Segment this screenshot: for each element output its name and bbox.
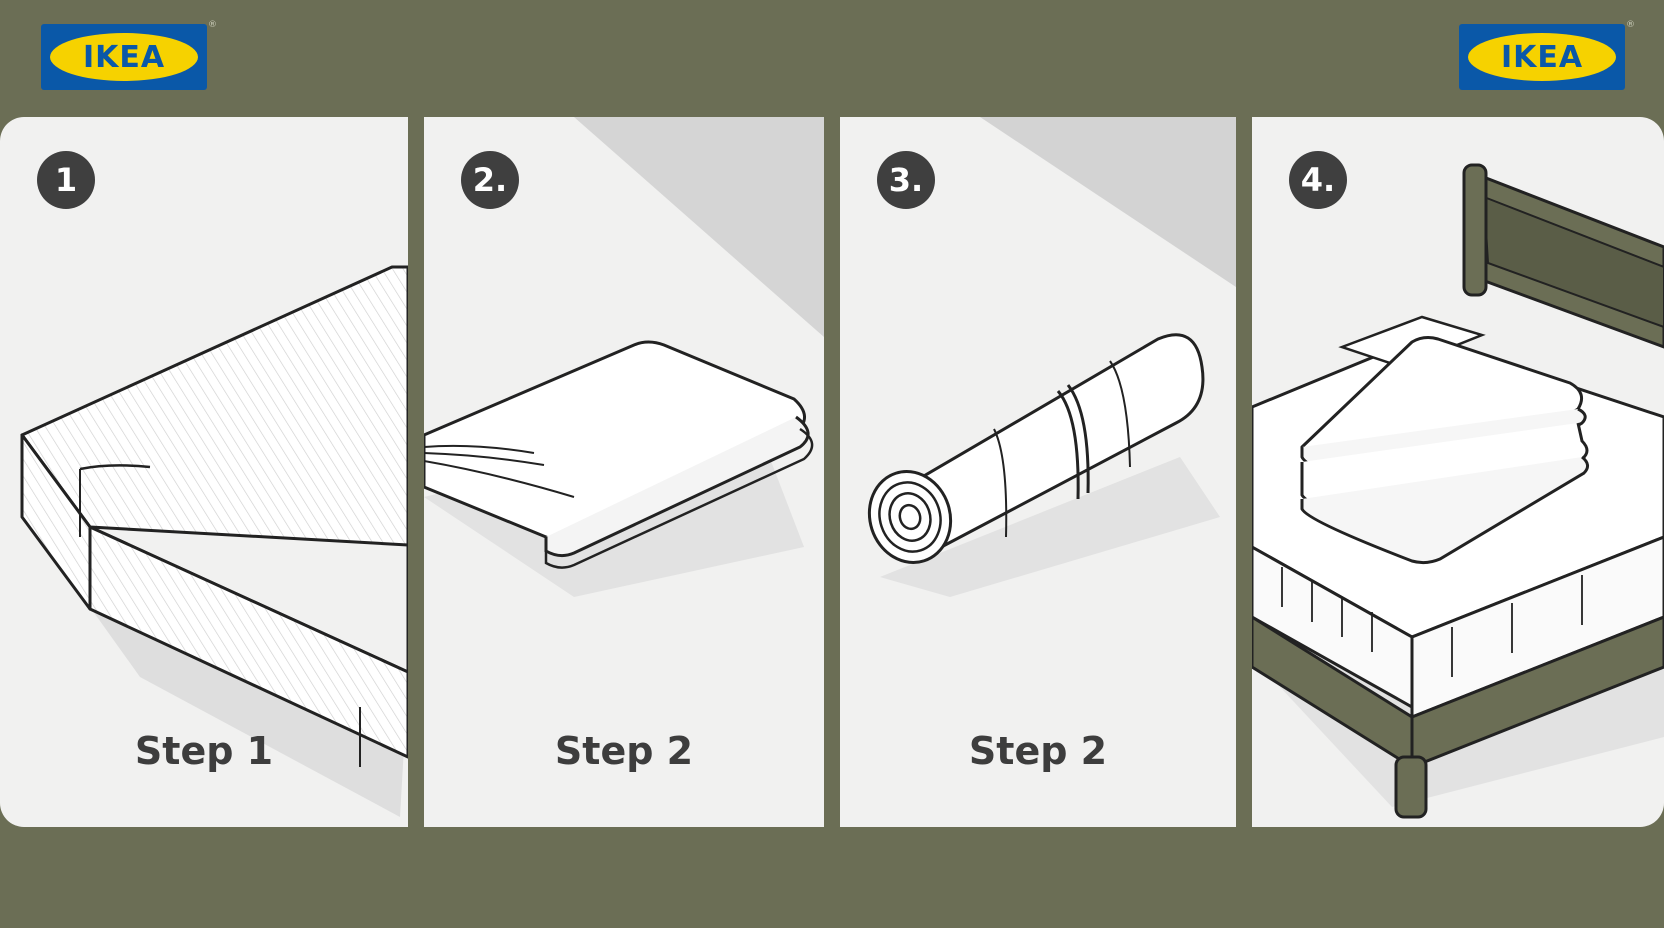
- logo-text: IKEA: [82, 39, 166, 75]
- step-caption: Step 1: [134, 729, 274, 773]
- step-caption: Step 2: [554, 729, 694, 773]
- mattress-illustration: [20, 265, 408, 817]
- step-number-badge: 4.: [1289, 151, 1347, 209]
- steps-strip: 1 Step 1 2. Step 2: [0, 117, 1664, 827]
- step-number-badge: 1: [37, 151, 95, 209]
- step-panel-2: 2. Step 2: [424, 117, 824, 827]
- step-panel-3: 3. Step 2: [840, 117, 1236, 827]
- ikea-logo-right: IKEA ®: [1459, 20, 1635, 90]
- ikea-logo-left: IKEA ®: [41, 20, 217, 90]
- step-caption: Step 2: [968, 729, 1108, 773]
- folded-sheet-illustration: [424, 117, 824, 597]
- step-number-badge: 3.: [877, 151, 935, 209]
- step-number-badge: 2.: [461, 151, 519, 209]
- step-panel-4: 4.: [1252, 117, 1664, 827]
- registered-mark: ®: [1626, 20, 1635, 30]
- bed-illustration: [1252, 163, 1664, 819]
- logo-text: IKEA: [1500, 39, 1584, 75]
- registered-mark: ®: [208, 20, 217, 30]
- rolled-sheet-illustration: [867, 117, 1236, 597]
- step-panel-1: 1 Step 1: [0, 117, 408, 827]
